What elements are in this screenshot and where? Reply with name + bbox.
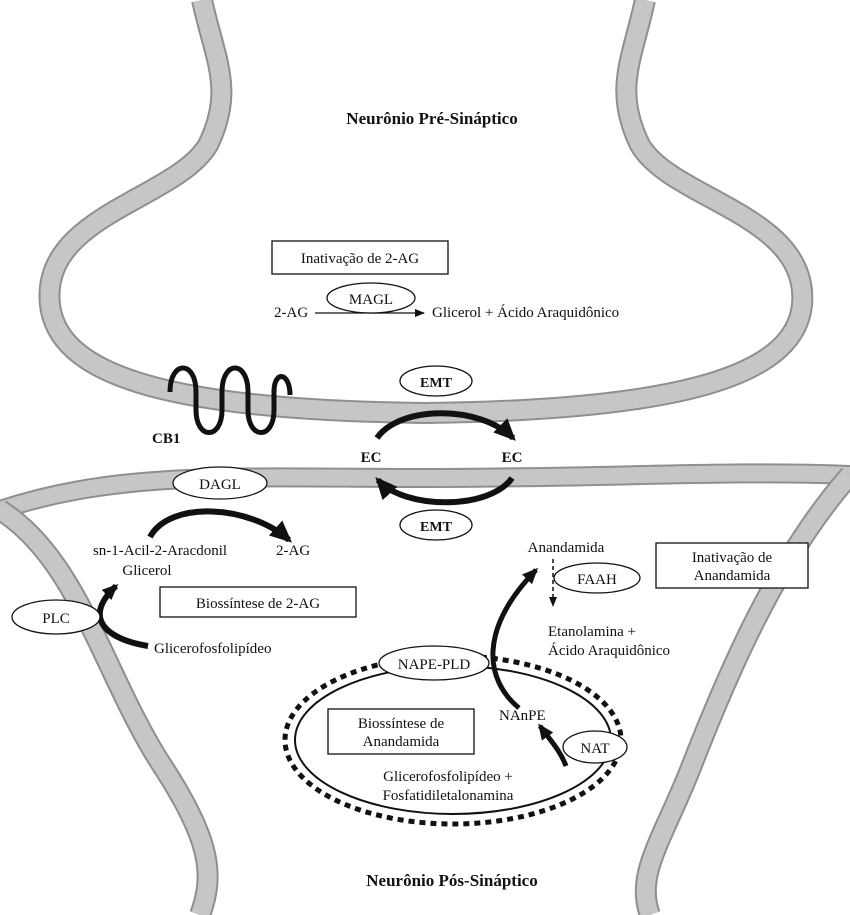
magl-products: Glicerol + Ácido Araquidônico <box>432 304 619 321</box>
biosynthesis-anandamide-box <box>327 708 475 755</box>
cb1-label: CB1 <box>152 431 180 447</box>
nat-reaction-arrow <box>537 723 569 767</box>
2ag-precursor-line1: sn-1-Acil-2-Aracdonil <box>93 543 227 559</box>
inactivation-anandamide-box <box>655 542 809 589</box>
inactivation-2ag-box <box>271 240 449 275</box>
faah-substrate-anandamide: Anandamida <box>528 540 605 556</box>
biosynthesis-2ag-box <box>159 586 357 618</box>
biosynthesis-anandamide-line1: Biossíntese de <box>358 716 445 732</box>
nat-ellipse <box>562 730 628 764</box>
anandamide-source-line1: Glicerofosfolipídeo + <box>383 769 513 785</box>
magl-substrate-2ag: 2-AG <box>274 305 308 321</box>
ec-right-label: EC <box>502 450 523 466</box>
nat-enzyme-label: NAT <box>580 741 609 757</box>
postsynaptic-title: Neurônio Pós-Sináptico <box>366 871 537 890</box>
biosynthesis-2ag-group: DAGL sn-1-Acil-2-Aracdonil Glicerol 2-AG… <box>11 466 357 657</box>
plc-enzyme-label: PLC <box>42 611 70 627</box>
inactivation-anandamide-line1: Inativação de <box>692 550 773 566</box>
faah-enzyme-label: FAAH <box>577 572 617 588</box>
dagl-reaction-arrow <box>147 508 292 543</box>
anandamide-source-line2: Fosfatidiletalonamina <box>383 788 514 804</box>
faah-products-line1: Etanolamina + <box>548 624 636 640</box>
emt-bottom-label: EMT <box>420 520 453 535</box>
ec-reuptake-arrow <box>374 410 516 441</box>
emt-top-label: EMT <box>420 376 453 391</box>
nape-pld-enzyme-label: NAPE-PLD <box>398 657 471 673</box>
2ag-product-label: 2-AG <box>276 543 310 559</box>
nape-pld-ellipse <box>378 645 490 681</box>
presynaptic-membrane <box>38 0 814 425</box>
plc-reaction-arrow <box>96 583 149 649</box>
cb1-receptor: CB1 <box>152 365 293 447</box>
plc-ellipse <box>11 599 101 635</box>
biosynthesis-anandamide-group: NAPE-PLD Biossíntese de Anandamida NAnPE… <box>282 567 628 827</box>
inactivation-2ag-label: Inativação de 2-AG <box>301 251 419 267</box>
presynaptic-title: Neurônio Pré-Sináptico <box>346 109 517 128</box>
nape-pld-reaction-arrow <box>490 567 539 710</box>
magl-enzyme-label: MAGL <box>349 292 393 308</box>
magl-ellipse <box>326 282 416 314</box>
inactivation-anandamide-group: Anandamida FAAH Inativação de Anandamida… <box>528 540 809 659</box>
emt-cycle: EMT EC EC EMT <box>361 365 523 541</box>
biosynthesis-anandamide-line2: Anandamida <box>363 734 440 750</box>
emt-top-ellipse <box>399 365 473 397</box>
faah-products-line2: Ácido Araquidônico <box>548 642 670 659</box>
emt-bottom-ellipse <box>399 509 473 541</box>
inactivation-2ag-group: Inativação de 2-AG 2-AG MAGL Glicerol + … <box>271 240 619 321</box>
dagl-ellipse <box>172 466 268 500</box>
biosynthesis-2ag-label: Biossíntese de 2-AG <box>196 596 320 612</box>
dagl-enzyme-label: DAGL <box>199 477 241 493</box>
2ag-precursor-line2: Glicerol <box>122 563 171 579</box>
inactivation-anandamide-line2: Anandamida <box>694 568 771 584</box>
nanpe-intermediate-label: NAnPE <box>499 708 546 724</box>
ec-release-arrow <box>375 476 515 506</box>
2ag-source-label: Glicerofosfolipídeo <box>154 641 271 657</box>
cb1-transmembrane-icon <box>167 365 293 435</box>
ec-left-label: EC <box>361 450 382 466</box>
faah-ellipse <box>553 562 641 594</box>
